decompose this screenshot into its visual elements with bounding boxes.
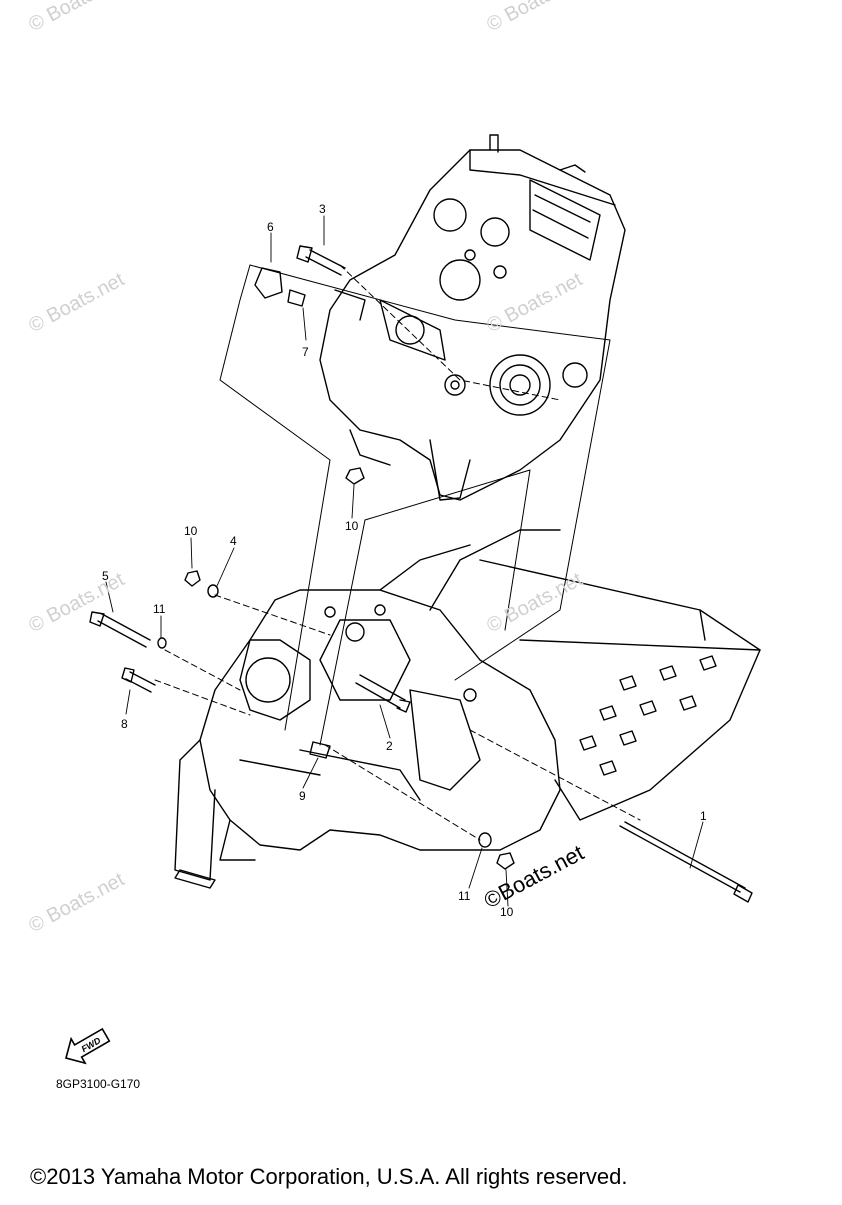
tunnel-assembly <box>479 559 761 821</box>
callout-10a: 10 <box>345 519 359 533</box>
callout-3: 3 <box>319 202 326 216</box>
part-8-bolt <box>121 667 156 693</box>
part-4-washer <box>207 584 219 598</box>
part-10-nut <box>184 467 515 870</box>
callout-8: 8 <box>121 717 128 731</box>
callout-10b: 10 <box>184 524 198 538</box>
part-9-stud <box>309 741 331 759</box>
callout-6: 6 <box>267 220 274 234</box>
callout-7: 7 <box>302 345 309 359</box>
callout-9: 9 <box>299 789 306 803</box>
assembly-lines <box>154 264 641 841</box>
part-11-washer <box>157 637 492 848</box>
callout-5: 5 <box>102 569 109 583</box>
callout-2: 2 <box>386 739 393 753</box>
frame-assembly <box>174 529 561 889</box>
leader-lines <box>105 215 704 907</box>
callout-10c: 10 <box>500 905 514 919</box>
mount-brackets <box>219 264 611 746</box>
part-6-bracket <box>254 267 283 299</box>
part-5-bolt <box>89 611 151 648</box>
callout-labels: 1 2 3 4 5 6 7 8 9 10 10 10 11 11 <box>102 202 707 919</box>
part-1-long-bolt <box>619 821 753 903</box>
callout-11a: 11 <box>153 602 166 616</box>
callout-11b: 11 <box>458 889 471 903</box>
callout-1: 1 <box>700 809 707 823</box>
callout-4: 4 <box>230 534 237 548</box>
part-2-collar-bolt <box>355 674 411 713</box>
copyright-notice: ©2013 Yamaha Motor Corporation, U.S.A. A… <box>30 1164 628 1189</box>
diagram-code: 8GP3100-G170 <box>56 1077 141 1091</box>
fwd-arrow-icon: FWD <box>65 1027 111 1065</box>
part-3-bolt <box>296 245 346 276</box>
engine-assembly <box>319 134 626 501</box>
part-7-stud <box>287 289 306 307</box>
